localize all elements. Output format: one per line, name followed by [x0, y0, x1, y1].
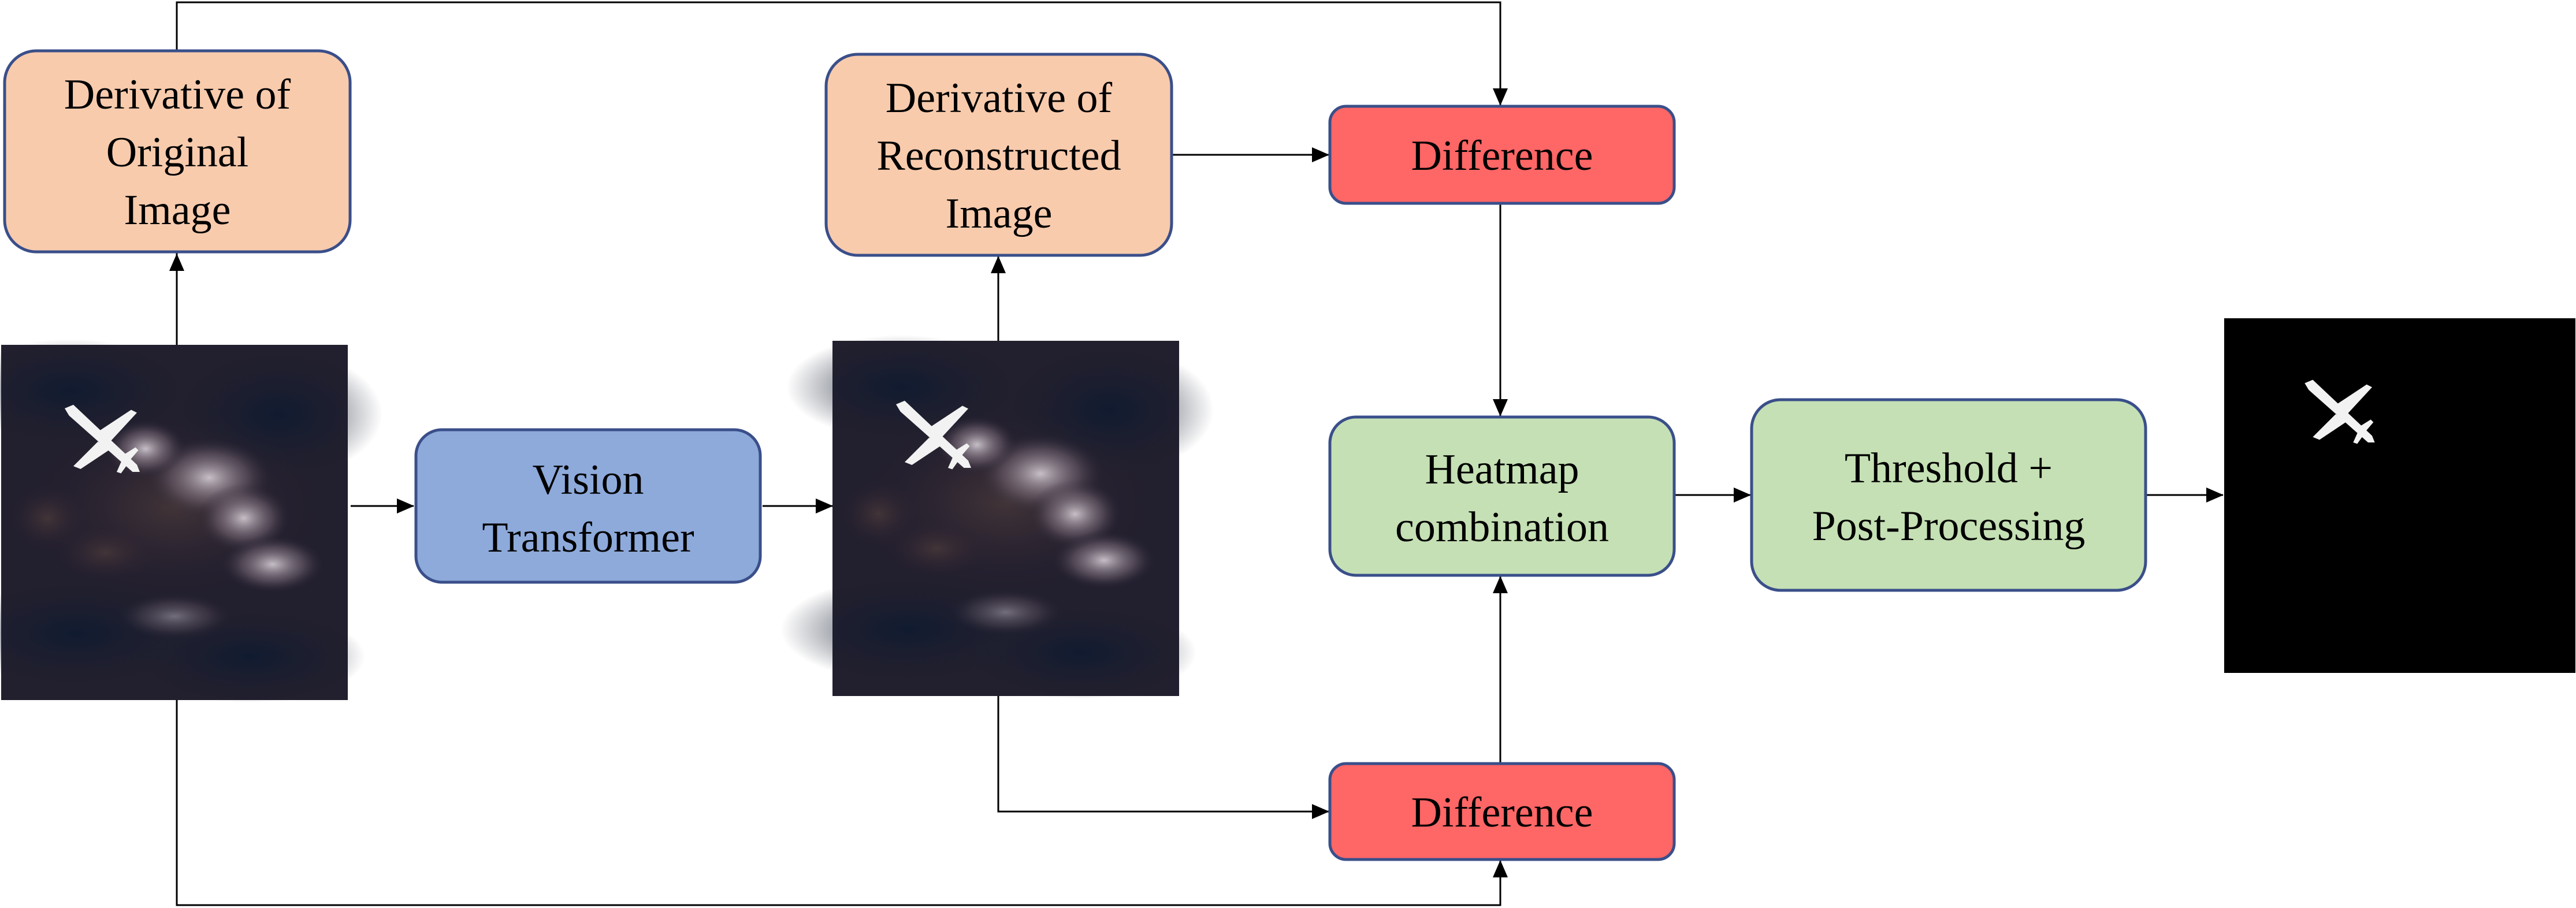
- original-satellite-image: [0, 339, 382, 703]
- derivative-reconstructed-node: Derivative of Reconstructed Image: [824, 53, 1173, 257]
- difference-bottom-node: Difference: [1328, 762, 1676, 861]
- derivative-reconstructed-line-1: Derivative of: [886, 75, 1113, 122]
- threshold-line-1: Threshold +: [1845, 445, 2053, 492]
- derivative-original-line-1: Derivative of: [64, 71, 291, 118]
- derivative-original-line-2: Original: [106, 129, 249, 176]
- threshold-line-2: Post-Processing: [1812, 503, 2086, 550]
- derivative-reconstructed-line-3: Image: [946, 190, 1053, 237]
- edge-reconstructed-to-difference-bottom: [997, 696, 1329, 819]
- output-mask-image: [2224, 318, 2575, 673]
- heatmap-combination-line-1: Heatmap: [1425, 446, 1579, 493]
- derivative-original-line-3: Image: [124, 187, 231, 234]
- heatmap-combination-line-2: combination: [1395, 504, 1609, 551]
- vision-transformer-line-2: Transformer: [482, 514, 694, 561]
- heatmap-combination-node: Heatmap combination: [1328, 415, 1676, 577]
- threshold-node: Threshold + Post-Processing: [1750, 398, 2147, 592]
- difference-top-label: Difference: [1411, 132, 1593, 180]
- vision-transformer-node: Vision Transformer: [414, 428, 762, 584]
- derivative-reconstructed-line-2: Reconstructed: [876, 132, 1121, 180]
- vision-transformer-line-1: Vision: [533, 456, 644, 504]
- reconstructed-satellite-image: [780, 335, 1214, 699]
- difference-bottom-label: Difference: [1411, 789, 1593, 836]
- edge-original-to-difference-bottom: [176, 700, 1508, 906]
- derivative-original-node: Derivative of Original Image: [3, 49, 352, 254]
- difference-top-node: Difference: [1328, 105, 1676, 205]
